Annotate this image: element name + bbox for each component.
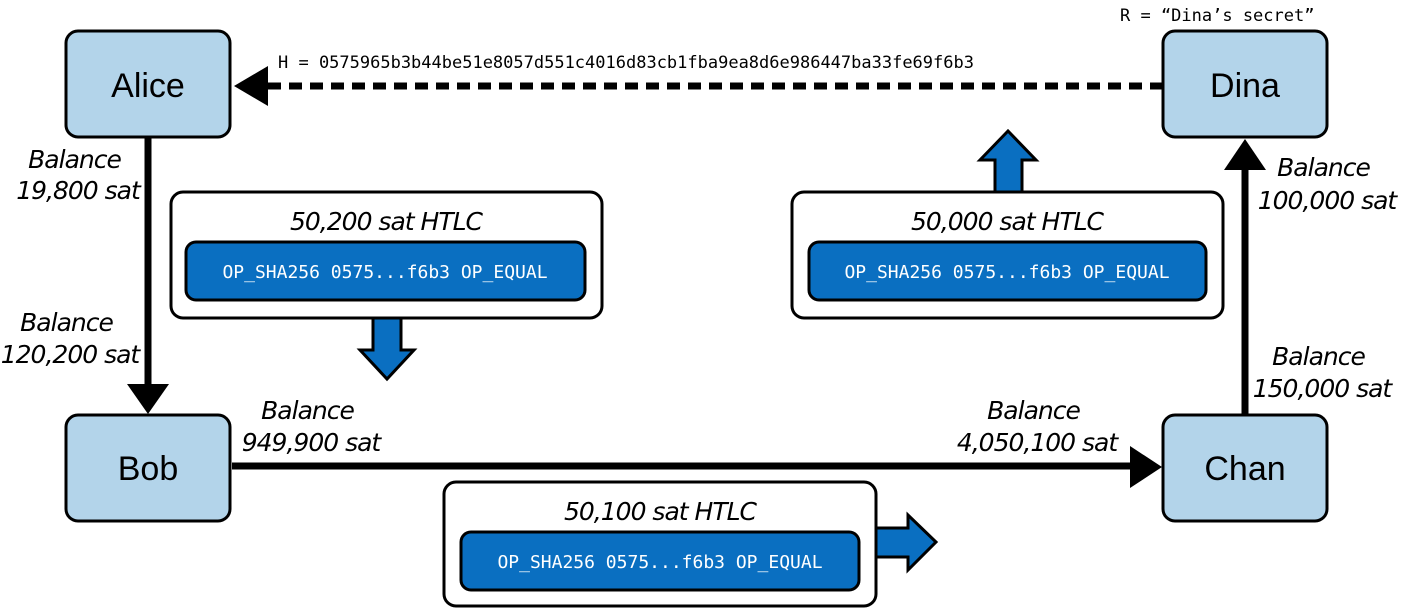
htlc-chan-dina-title: 50,000 sat HTLC [911, 207, 1105, 236]
htlc-chan-dina: 50,000 sat HTLC OP_SHA256 0575...f6b3 OP… [790, 190, 1225, 320]
node-dina-label: Dina [1210, 67, 1280, 105]
htlc-alice-bob-title: 50,200 sat HTLC [290, 207, 484, 236]
arrowhead-to-dina [1224, 139, 1266, 170]
htlc-alice-bob: 50,200 sat HTLC OP_SHA256 0575...f6b3 OP… [169, 190, 604, 320]
up-arrow-icon [976, 128, 1040, 194]
balance-chan-bob-channel: Balance 4,050,100 sat [957, 396, 1120, 457]
node-dina: Dina [1161, 29, 1329, 139]
balance-alice: Balance 19,800 sat [16, 145, 142, 205]
node-bob-label: Bob [118, 450, 179, 488]
balance-bob-chan-channel: Balance 949,900 sat [242, 396, 383, 457]
arrowhead-to-bob [127, 384, 169, 414]
balance-chan-dina-channel: Balance 150,000 sat [1253, 342, 1394, 403]
node-alice: Alice [64, 29, 232, 139]
node-chan-label: Chan [1204, 450, 1285, 488]
down-arrow-icon [356, 316, 418, 382]
balance-bob-alice-channel: Balance 120,200 sat [1, 308, 142, 369]
arrowhead-to-chan [1130, 446, 1162, 488]
balance-dina: Balance 100,000 sat [1258, 153, 1399, 215]
node-alice-label: Alice [111, 67, 185, 105]
htlc-alice-bob-script: OP_SHA256 0575...f6b3 OP_EQUAL [222, 262, 547, 283]
right-arrow-icon [874, 511, 939, 574]
node-bob: Bob [64, 413, 232, 523]
hash-label: H = 0575965b3b44be51e8057d551c4016d83cb1… [278, 53, 974, 73]
htlc-bob-chan-title: 50,100 sat HTLC [564, 497, 758, 526]
secret-label: R = “Dina’s secret” [1120, 6, 1314, 26]
htlc-bob-chan: 50,100 sat HTLC OP_SHA256 0575...f6b3 OP… [442, 480, 878, 608]
arrowhead-to-alice [234, 66, 268, 106]
htlc-bob-chan-script: OP_SHA256 0575...f6b3 OP_EQUAL [497, 552, 822, 573]
node-chan: Chan [1161, 413, 1329, 523]
htlc-chan-dina-script: OP_SHA256 0575...f6b3 OP_EQUAL [844, 262, 1169, 283]
